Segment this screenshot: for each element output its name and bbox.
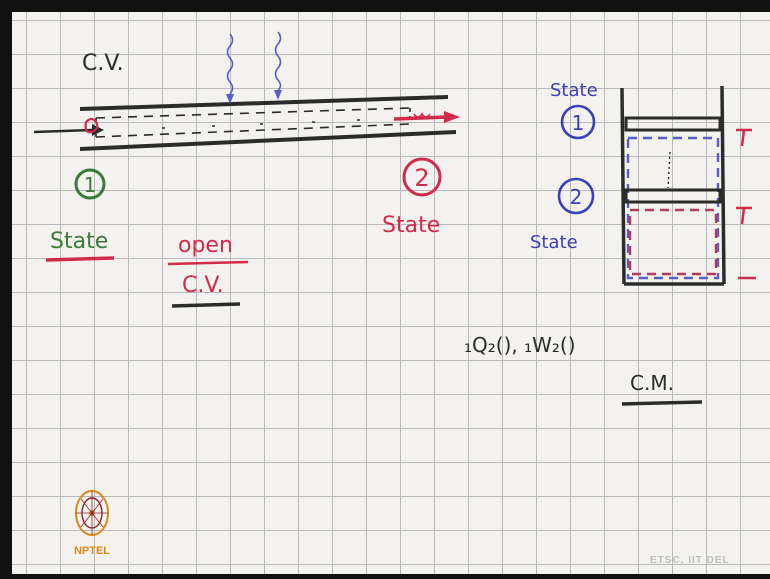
outlet-flow-arrow: [393, 115, 449, 121]
tank-state1-circle: [560, 104, 596, 140]
piston-state1: [624, 116, 722, 132]
open-label: open: [178, 233, 233, 258]
state1-circle: [74, 168, 106, 200]
height-mark-1: [736, 128, 752, 147]
cm-label: C.M.: [630, 371, 674, 395]
tank-state1-number: 1: [572, 111, 585, 135]
open-cv-sub-label: C.V.: [182, 273, 224, 298]
pipe: [33, 95, 460, 151]
heat-arrow-left: [226, 33, 234, 95]
state2-number: 2: [414, 164, 429, 192]
nptel-logo-text: NPTEL: [73, 545, 111, 557]
cv-boundary-bottom: [95, 123, 411, 138]
grid-paper: C.V. 1 State open C.V. 2 State: [12, 12, 770, 574]
whiteboard-sketch: C.V. 1 State open C.V. 2 State: [33, 31, 756, 406]
inlet-state: 1 State: [45, 168, 115, 262]
tank-state1-label: State: [550, 80, 598, 101]
tank-state-labels: State 1 2 State: [530, 80, 598, 253]
tank-state2-number: 2: [570, 185, 583, 209]
cv-label: C.V.: [82, 51, 124, 76]
cm-underline: [621, 400, 703, 406]
cv-boundary-top: [95, 107, 411, 119]
open-fraction-line: [167, 260, 249, 266]
tank-state2-label: State: [530, 232, 578, 253]
outlet-state-mark: [413, 112, 431, 118]
open-cv-label: open C.V.: [167, 233, 249, 308]
heat-arrow-right: [274, 31, 282, 91]
heat-transfer-arrows: [226, 31, 282, 104]
state2-label: State: [382, 213, 440, 238]
tank-state2-circle: [557, 177, 595, 215]
state1-label: State: [50, 229, 108, 254]
state1-number: 1: [84, 173, 97, 197]
system-boundary-state2: [628, 208, 718, 276]
inlet-arrowhead: [92, 124, 104, 136]
cv-interior-marks: [162, 119, 360, 129]
inlet-flow-arrow: [33, 128, 93, 134]
open-cv-underline: [171, 302, 241, 308]
outlet-arrowhead: [444, 111, 460, 123]
piston-cylinder: [620, 85, 756, 286]
cylinder-left-wall: [620, 87, 626, 285]
inlet-state-mark: [84, 117, 99, 134]
pipe-bottom-wall: [79, 130, 457, 151]
heat-work-notation: ₁Q₂(), ₁W₂(): [464, 333, 576, 357]
nptel-emblem-icon: [75, 490, 109, 536]
state1-underline: [45, 256, 115, 262]
footer-watermark: ETSC, IIT DEL: [650, 555, 730, 566]
pipe-top-wall: [79, 95, 449, 111]
cylinder-right-wall: [720, 85, 726, 285]
system-boundary-state1: [626, 136, 720, 280]
heat-arrow-right-head: [274, 90, 282, 100]
state2-circle: [402, 157, 442, 197]
nptel-logo: NPTEL: [62, 487, 122, 567]
height-mark-2: [736, 206, 752, 225]
heat-arrow-left-head: [226, 94, 234, 104]
piston-state2: [624, 188, 722, 204]
piston-travel-mark: [667, 151, 671, 189]
outlet-state: 2 State: [382, 157, 442, 238]
